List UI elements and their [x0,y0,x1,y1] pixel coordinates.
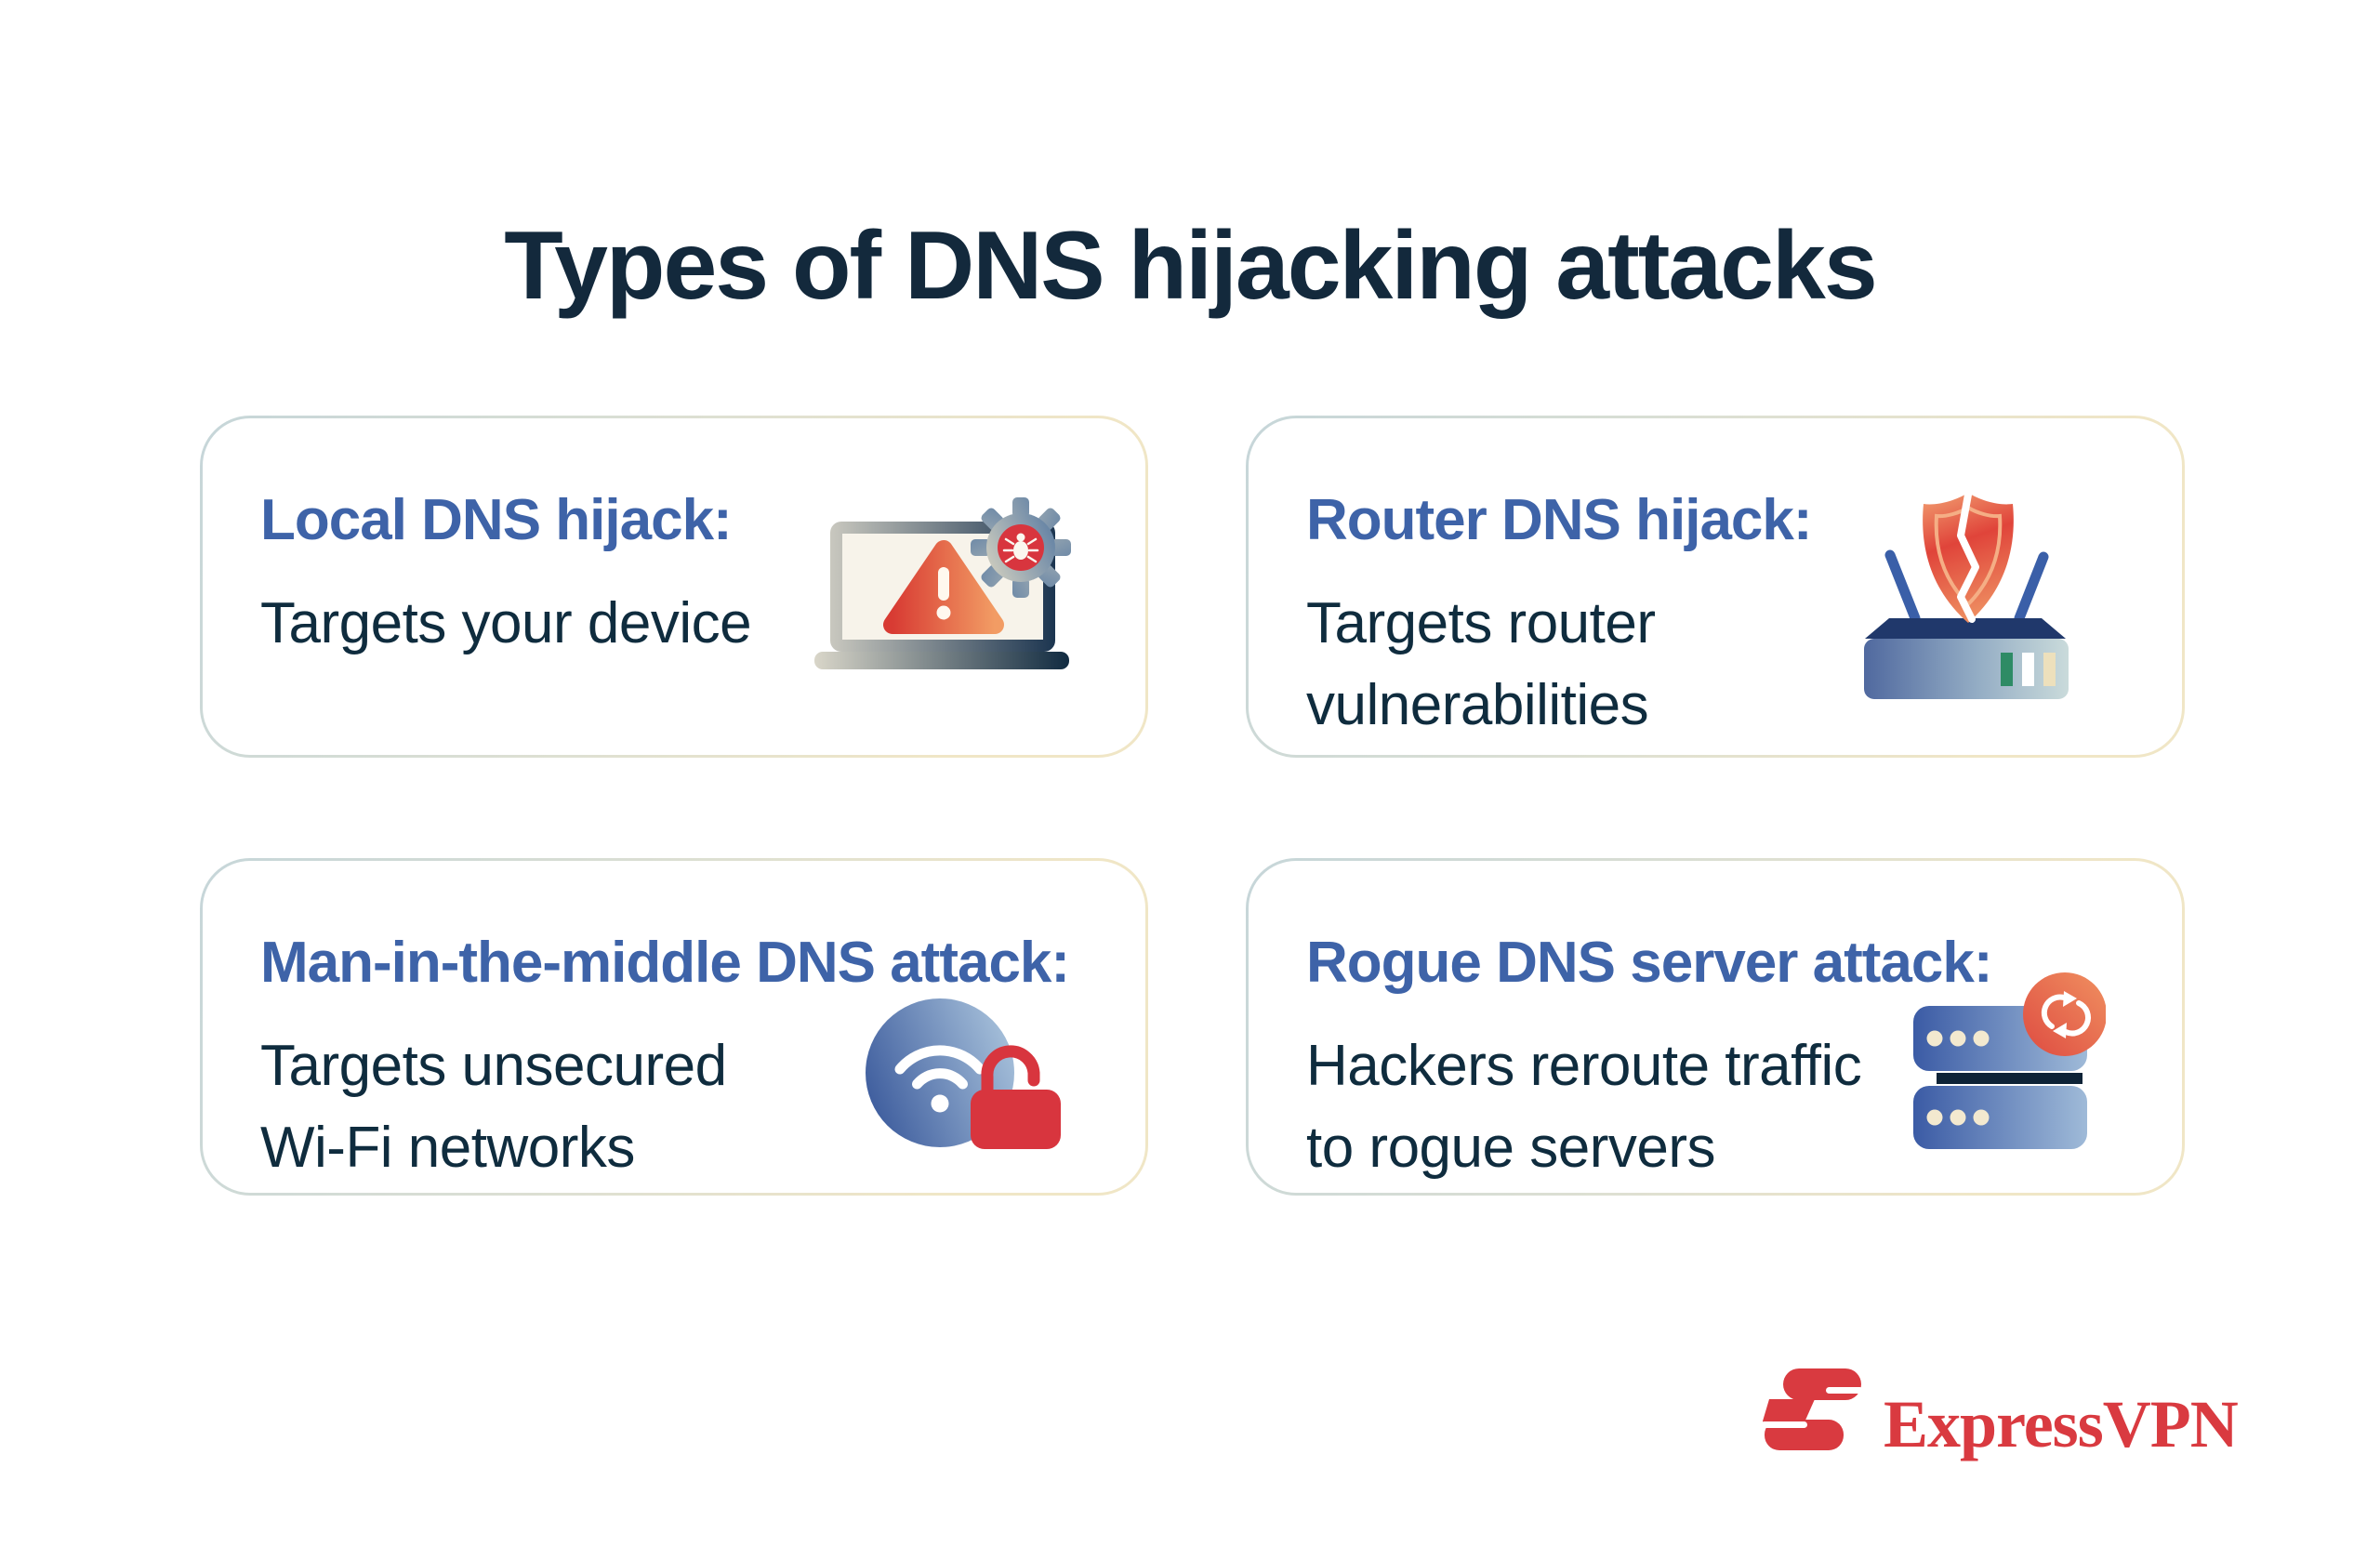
card-mitm-dns-attack-inner: Man-in-the-middle DNS attack: Targets un… [203,861,1145,1193]
page-title: Types of DNS hijacking attacks [504,211,1877,320]
card-body: Hackers reroute traffic to rogue servers [1306,1025,2126,1189]
card-body: Targets your device [260,583,1090,665]
card-rogue-dns-server-attack-inner: Rogue DNS server attack: Hackers reroute… [1249,861,2182,1193]
bug-icon [1002,533,1039,563]
card-heading: Router DNS hijack: [1306,488,1813,552]
card-body-line: Hackers reroute traffic [1306,1034,1862,1099]
card-body: Targets router vulnerabilities [1306,583,2126,747]
brand-wordmark: ExpressVPN [1884,1387,2239,1461]
laptop-malware-warning-icon [814,497,1071,669]
gear-icon [971,497,1071,598]
card-router-dns-hijack: Router DNS hijack: Targets router vulner… [1246,416,2185,758]
open-lock-icon [971,1045,1061,1149]
server-leds [1926,1030,1990,1126]
router-lights [2001,653,2056,686]
card-local-dns-hijack: Local DNS hijack: Targets your device [200,416,1148,758]
card-heading: Man-in-the-middle DNS attack: [260,931,1070,995]
expressvpn-logo-icon [1763,1368,1861,1450]
card-heading: Rogue DNS server attack: [1306,931,1993,995]
card-mitm-dns-attack: Man-in-the-middle DNS attack: Targets un… [200,858,1148,1196]
card-heading: Local DNS hijack: [260,488,733,552]
sync-badge-icon [2023,972,2106,1056]
card-body-line: vulnerabilities [1306,673,1649,738]
card-rogue-dns-server-attack: Rogue DNS server attack: Hackers reroute… [1246,858,2185,1196]
card-body-line: Wi-Fi networks [260,1116,635,1181]
antenna-icons [1884,549,2049,624]
rogue-server-sync-icon [1913,972,2106,1149]
router-broken-shield-icon [1864,491,2069,699]
card-local-dns-hijack-inner: Local DNS hijack: Targets your device [203,418,1145,755]
wifi-open-lock-icon [866,998,1061,1149]
card-body-line: to rogue servers [1306,1116,1716,1181]
brand-footer: ExpressVPN [1763,1367,2239,1460]
wifi-waves [894,1045,985,1090]
card-body-line: Targets router [1306,591,1656,656]
broken-shield-icon [1923,491,2014,623]
card-body-line: Targets unsecured [260,1034,727,1099]
card-router-dns-hijack-inner: Router DNS hijack: Targets router vulner… [1249,418,2182,755]
card-body: Targets unsecured Wi-Fi networks [260,1025,1090,1189]
card-body-line: Targets your device [260,591,752,656]
